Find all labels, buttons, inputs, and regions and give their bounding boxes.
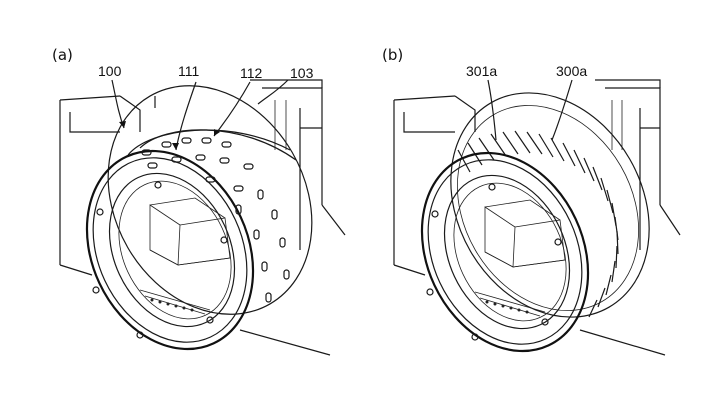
panel-a-title: (a): [52, 46, 73, 64]
panel-a-mount-ring: [85, 85, 313, 351]
panel-a-camera-body: [59, 79, 346, 356]
panel-b-leaders: [487, 79, 573, 141]
panel-b-fins: [457, 130, 619, 318]
label-300a: 300a: [556, 63, 587, 79]
panel-b-heatsink-ring: [420, 92, 650, 353]
label-112: 112: [240, 65, 263, 81]
panel-a: (a): [52, 46, 346, 356]
panel-a-vent-slots: [141, 137, 290, 303]
label-103: 103: [290, 65, 314, 81]
panel-b-camera-body: [393, 79, 681, 356]
panel-a-contacts: [150, 298, 194, 312]
label-301a: 301a: [466, 63, 497, 79]
label-111: 111: [178, 63, 199, 79]
label-100: 100: [98, 63, 122, 79]
panel-a-leaders: [111, 79, 289, 151]
panel-b: (b): [382, 46, 681, 356]
panel-b-title: (b): [382, 46, 403, 64]
panel-b-contacts: [485, 300, 529, 314]
